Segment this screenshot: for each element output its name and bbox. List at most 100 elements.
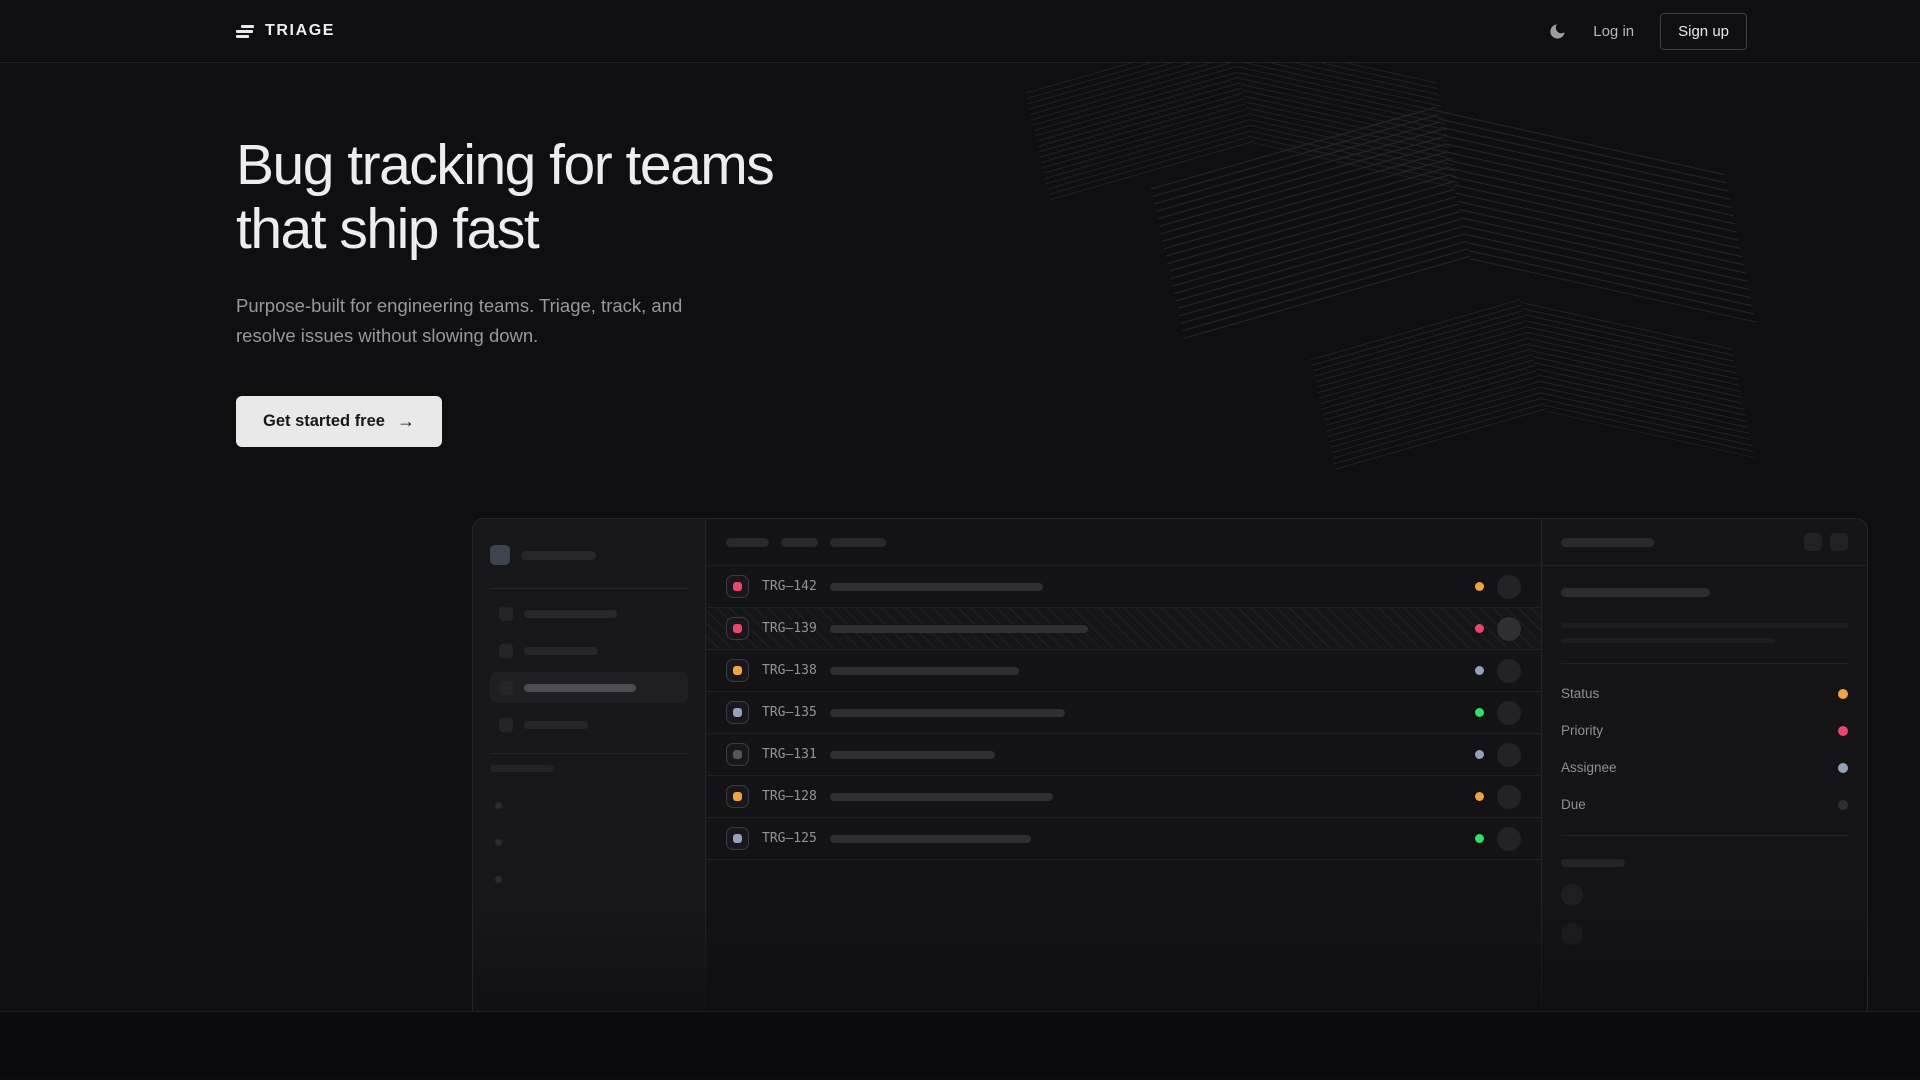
moon-icon (1550, 23, 1565, 39)
avatar (1497, 784, 1521, 809)
field-value-dot (1838, 762, 1848, 773)
issue-row: TRG–142 (706, 566, 1541, 608)
issue-row: TRG–135 (706, 692, 1541, 734)
issue-id: TRG–138 (762, 663, 817, 678)
arrow-right-icon: → (396, 411, 415, 431)
issue-id: TRG–125 (762, 831, 817, 846)
avatar (1497, 742, 1521, 767)
panel-action-skeleton (1804, 533, 1822, 551)
triage-logo-icon (236, 24, 254, 38)
skeleton-dot (495, 839, 502, 846)
signup-button[interactable]: Sign up (1660, 12, 1747, 50)
skeleton-icon (499, 680, 513, 695)
brand-logo[interactable]: TRIAGE (236, 22, 335, 40)
detail-field-row: Due (1561, 786, 1848, 823)
avatar (1497, 826, 1521, 851)
skeleton-bar (726, 537, 769, 547)
field-label: Priority (1561, 723, 1604, 738)
status-dot (1475, 624, 1484, 633)
sidebar-item-skeleton (490, 709, 688, 740)
avatar (1497, 700, 1521, 725)
skeleton-title (1561, 588, 1710, 597)
issue-id: TRG–142 (762, 579, 817, 594)
skeleton-label (490, 765, 554, 772)
skeleton-bar (829, 582, 1043, 591)
skeleton-icon (499, 606, 513, 621)
avatar (1497, 574, 1521, 599)
skeleton-bar (524, 683, 636, 692)
workspace-avatar (490, 545, 510, 565)
status-dot (1475, 666, 1484, 675)
issue-row: TRG–131 (706, 734, 1541, 776)
avatar (1497, 616, 1521, 641)
issue-type-icon (726, 617, 749, 640)
theme-toggle-button[interactable] (1548, 22, 1567, 41)
panel-action-skeleton (1830, 533, 1848, 551)
skeleton-bar (829, 708, 1065, 717)
field-label: Due (1561, 797, 1586, 812)
skeleton-label (1561, 859, 1625, 867)
divider (1561, 663, 1848, 664)
login-link[interactable]: Log in (1593, 22, 1635, 40)
status-dot (1475, 792, 1484, 801)
skeleton-bar (781, 537, 818, 547)
field-value-dot (1838, 688, 1848, 699)
issue-list: TRG–142 TRG–139 TRG–138 TRG–135 TRG–131 (706, 519, 1542, 1011)
skeleton-bar (521, 550, 596, 560)
issue-row: TRG–138 (706, 650, 1541, 692)
issue-type-icon (726, 827, 749, 850)
skeleton-line (1561, 623, 1848, 628)
sidebar-item-skeleton (490, 672, 688, 703)
issue-rows: TRG–142 TRG–139 TRG–138 TRG–135 TRG–131 (706, 566, 1541, 860)
workspace-switcher-skeleton (490, 545, 688, 565)
issue-id: TRG–139 (762, 621, 817, 636)
field-value-dot (1838, 725, 1848, 736)
issue-type-icon (726, 743, 749, 766)
field-label: Status (1561, 686, 1600, 701)
top-nav: TRIAGE Log in Sign up (0, 0, 1920, 63)
skeleton-bar (829, 666, 1019, 675)
skeleton-dot (495, 876, 502, 883)
divider (490, 753, 688, 754)
skeleton-icon (499, 643, 513, 658)
hero-subtitle: Purpose-built for engineering teams. Tri… (236, 295, 683, 346)
skeleton-bar (524, 609, 617, 618)
issue-list-header (706, 519, 1541, 566)
skeleton-dot (495, 802, 502, 809)
skeleton-bar (829, 792, 1053, 801)
get-started-button[interactable]: Get started free → (236, 396, 442, 447)
skeleton-bar (829, 834, 1031, 843)
avatar (1561, 923, 1583, 945)
avatar (1561, 884, 1583, 906)
issue-row: TRG–128 (706, 776, 1541, 818)
divider (490, 588, 688, 589)
status-dot (1475, 708, 1484, 717)
detail-field-row: Priority (1561, 712, 1848, 749)
hero-section: Bug tracking for teams that ship fast Pu… (0, 63, 1920, 1012)
issue-id: TRG–131 (762, 747, 817, 762)
sidebar-nav-skeleton (490, 598, 688, 740)
mockup-sidebar (473, 519, 706, 1011)
sidebar-item-skeleton (490, 598, 688, 629)
issue-detail-panel: Status Priority Assignee Due (1542, 519, 1867, 1011)
issue-row: TRG–139 (706, 608, 1541, 650)
detail-field-row: Assignee (1561, 749, 1848, 786)
issue-id: TRG–135 (762, 705, 817, 720)
field-rows: Status Priority Assignee Due (1561, 675, 1848, 823)
issue-type-icon (726, 659, 749, 682)
issue-row: TRG–125 (706, 818, 1541, 860)
skeleton-bar (829, 624, 1088, 633)
field-label: Assignee (1561, 760, 1617, 775)
status-dot (1475, 582, 1484, 591)
skeleton-bar (524, 720, 588, 729)
brand-name: TRIAGE (265, 22, 336, 39)
skeleton-line (1561, 638, 1775, 643)
skeleton-icon (499, 717, 513, 732)
footer-band (0, 1012, 1920, 1079)
issue-type-icon (726, 575, 749, 598)
hero-title: Bug tracking for teams that ship fast (236, 133, 775, 261)
app-mockup: TRG–142 TRG–139 TRG–138 TRG–135 TRG–131 (472, 518, 1868, 1011)
skeleton-bar (829, 750, 995, 759)
skeleton-bar (524, 646, 598, 655)
avatar (1497, 658, 1521, 683)
